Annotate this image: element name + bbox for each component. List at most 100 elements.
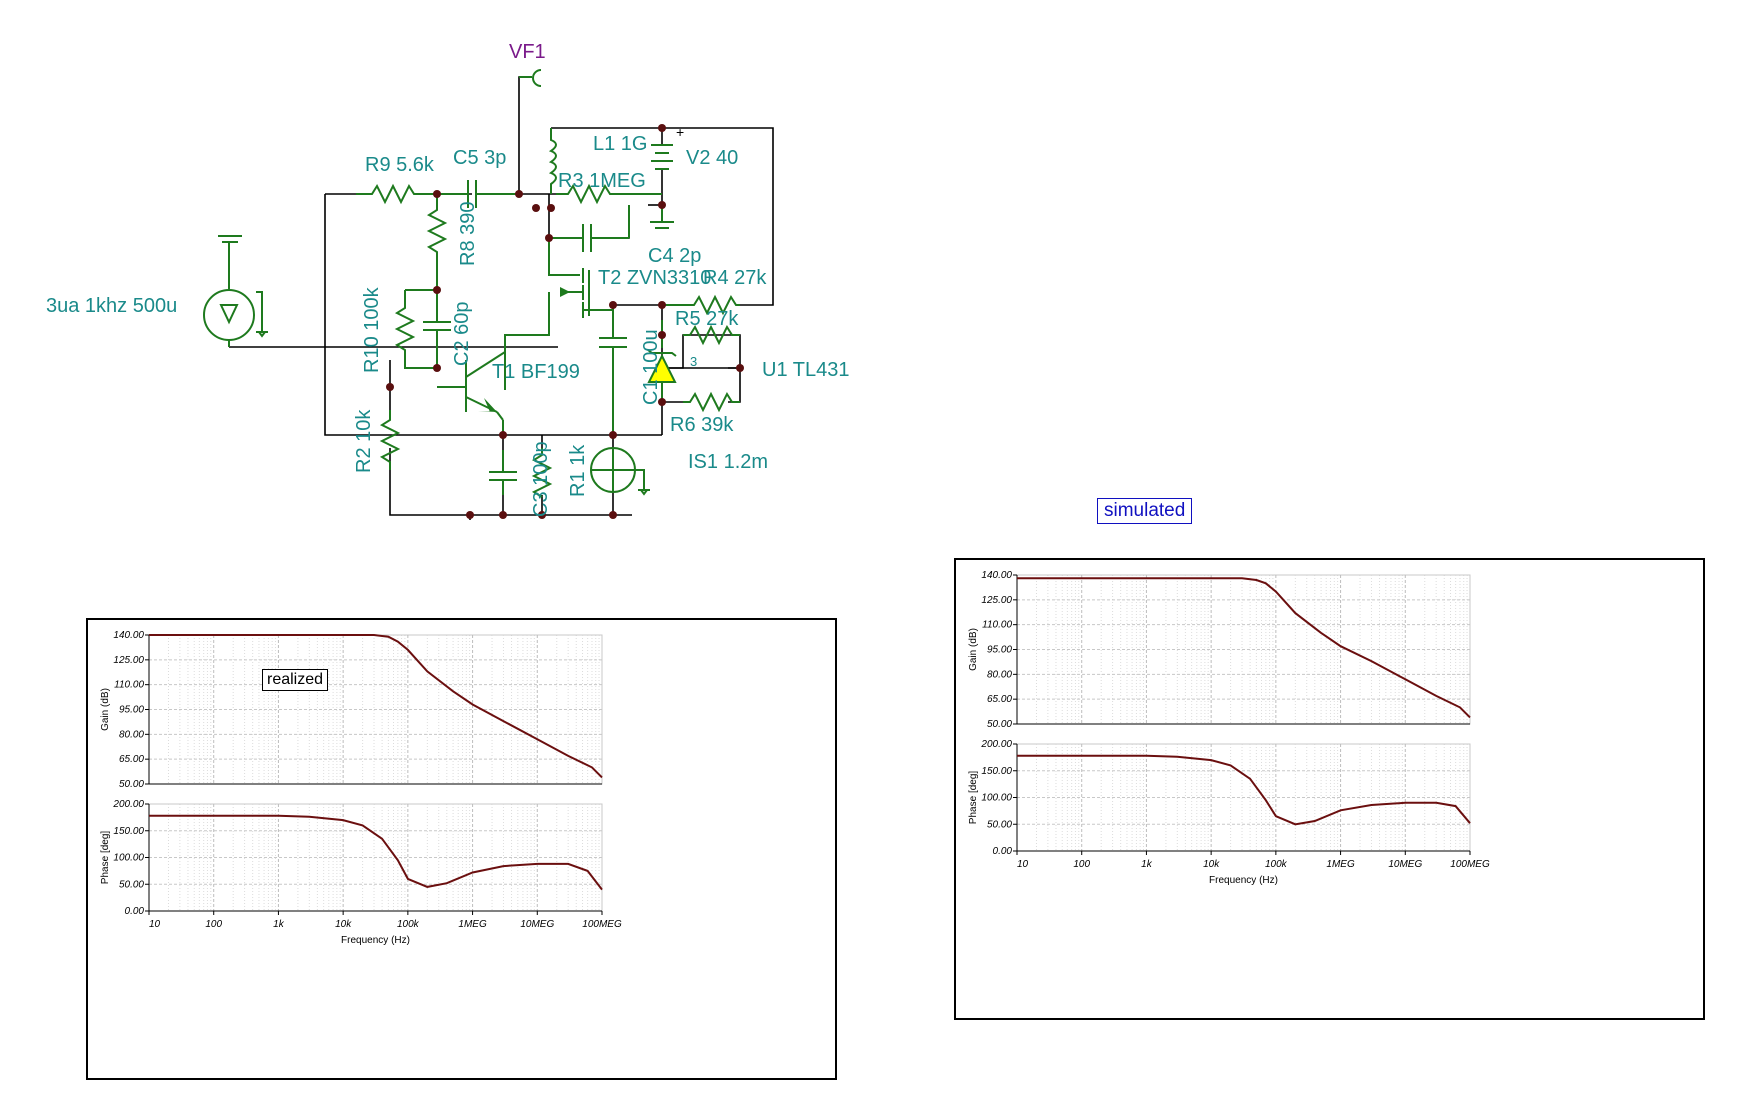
r2-resistor	[379, 410, 401, 470]
plot-0-gain: 140.00125.00110.0095.0080.0065.0050.00Ga…	[100, 630, 603, 790]
y-tick-label: 65.00	[987, 694, 1012, 705]
y-tick-label: 80.00	[119, 729, 144, 740]
label-v2: V2 40	[686, 147, 738, 169]
y-axis-label: Gain (dB)	[968, 628, 979, 671]
t1-transistor	[437, 335, 506, 435]
response-curve-phase	[1017, 754, 1471, 826]
t2-mosfet	[504, 238, 613, 390]
response-curve-gain	[1017, 577, 1471, 719]
y-tick-label: 80.00	[987, 669, 1012, 680]
label-r1: R1 1k	[567, 444, 589, 497]
c2-capacitor	[423, 290, 451, 368]
y-tick-label: 50.00	[119, 779, 144, 790]
y-tick-label: 65.00	[119, 754, 144, 765]
c5-capacitor	[438, 180, 519, 208]
y-tick-label: 140.00	[981, 570, 1012, 581]
label-c3: C3 100p	[530, 441, 552, 517]
x-tick-label: 100k	[1265, 859, 1288, 870]
label-t2: T2 ZVN3310	[598, 267, 711, 289]
label-is1: IS1 1.2m	[688, 451, 768, 473]
label-c4: C4 2p	[648, 245, 701, 267]
x-tick-label: 100MEG	[582, 919, 622, 930]
y-axis-label: Phase [deg]	[100, 831, 111, 885]
x-axis-label: Frequency (Hz)	[1209, 875, 1278, 886]
junction-dots	[386, 124, 744, 519]
r1-resistor	[531, 448, 553, 498]
y-tick-label: 0.00	[993, 846, 1013, 857]
x-tick-label: 10	[149, 919, 161, 930]
label-plus: +	[676, 124, 684, 140]
schematic-labels: VF1 L1 1G + V2 40 R9 5.6k C5 3p R3 1MEG …	[46, 41, 849, 517]
c1-capacitor	[599, 305, 627, 435]
signal-source	[203, 235, 268, 347]
vf1-probe-symbol	[519, 69, 542, 87]
r5-resistor	[683, 324, 740, 346]
y-tick-label: 100.00	[113, 853, 144, 864]
y-tick-label: 200.00	[112, 799, 144, 810]
r10-resistor	[394, 290, 437, 369]
label-r3: R3 1MEG	[558, 170, 646, 192]
label-u1-pin: 3	[690, 354, 697, 369]
label-r10: R10 100k	[361, 286, 383, 373]
x-tick-label: 100	[1073, 859, 1090, 870]
response-curve-gain	[149, 634, 603, 779]
label-r5: R5 27k	[675, 308, 739, 330]
label-c2: C2 60p	[451, 302, 473, 367]
y-tick-label: 200.00	[980, 739, 1012, 750]
x-tick-label: 10k	[335, 919, 352, 930]
u1-tl431	[647, 320, 677, 402]
v2-battery	[651, 144, 673, 170]
y-tick-label: 0.00	[125, 906, 145, 917]
label-r2: R2 10k	[353, 409, 375, 473]
y-tick-label: 95.00	[987, 645, 1012, 656]
r6-resistor	[683, 391, 740, 413]
label-r8: R8 390	[457, 202, 479, 267]
simulated-tag: simulated	[1097, 498, 1193, 524]
y-tick-label: 95.00	[119, 705, 144, 716]
y-tick-label: 150.00	[981, 766, 1012, 777]
x-tick-label: 1MEG	[1326, 859, 1355, 870]
label-c5: C5 3p	[453, 147, 506, 169]
y-tick-label: 50.00	[987, 719, 1012, 730]
label-signal-source: 3ua 1khz 500u	[46, 295, 177, 317]
y-tick-label: 110.00	[114, 680, 144, 691]
r4-resistor	[662, 294, 740, 316]
c4-capacitor	[549, 205, 630, 252]
realized-bode-plot: 140.00125.00110.0095.0080.0065.0050.00Ga…	[100, 630, 622, 946]
label-t1: T1 BF199	[492, 361, 580, 383]
x-tick-label: 10MEG	[1388, 859, 1422, 870]
response-curve-phase	[149, 814, 603, 891]
r9-resistor	[356, 183, 438, 205]
x-tick-label: 1MEG	[458, 919, 487, 930]
label-r4: R4 27k	[703, 267, 767, 289]
c3-capacitor	[489, 450, 517, 495]
plot-0-gain: 140.00125.00110.0095.0080.0065.0050.00Ga…	[968, 570, 1471, 730]
r3-resistor	[556, 183, 662, 205]
x-tick-label: 100	[205, 919, 222, 930]
simulated-bode-plot: 140.00125.00110.0095.0080.0065.0050.00Ga…	[968, 570, 1490, 886]
y-tick-label: 150.00	[113, 826, 144, 837]
l1-inductor	[548, 128, 557, 194]
label-u1: U1 TL431	[762, 359, 849, 381]
r8-resistor	[426, 194, 448, 290]
y-axis-label: Gain (dB)	[100, 688, 111, 731]
label-c1: C1 100u	[640, 329, 662, 405]
schematic-components	[203, 69, 740, 498]
x-tick-label: 100k	[397, 919, 420, 930]
realized-tag: realized	[262, 669, 329, 691]
x-tick-label: 1k	[1141, 859, 1153, 870]
x-tick-label: 10	[1017, 859, 1029, 870]
x-tick-label: 100MEG	[1450, 859, 1490, 870]
x-tick-label: 10k	[1203, 859, 1220, 870]
label-r9: R9 5.6k	[365, 154, 435, 176]
circuit-schematic: VF1 L1 1G + V2 40 R9 5.6k C5 3p R3 1MEG …	[46, 41, 849, 520]
x-axis-label: Frequency (Hz)	[341, 935, 410, 946]
y-tick-label: 110.00	[982, 620, 1012, 631]
is1-current-source	[590, 447, 650, 496]
y-tick-label: 125.00	[113, 655, 144, 666]
label-l1: L1 1G	[593, 133, 647, 155]
label-r6: R6 39k	[670, 414, 734, 436]
